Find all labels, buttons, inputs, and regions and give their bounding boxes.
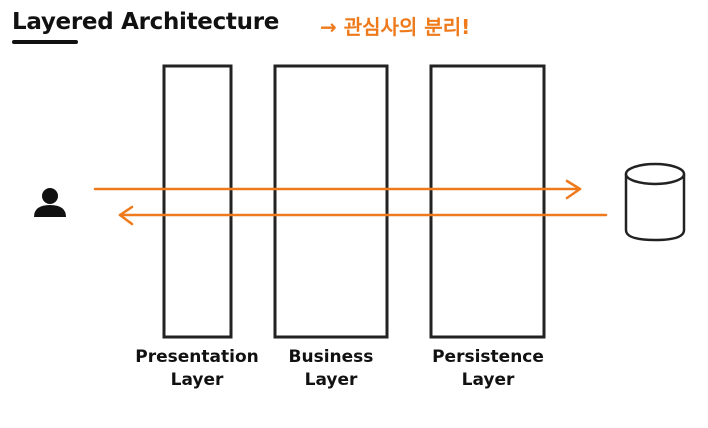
business-layer-label: Business Layer [261, 346, 401, 392]
business-layer-box [273, 64, 389, 339]
subtitle-arrow: → [320, 15, 337, 39]
presentation-layer-box [162, 64, 233, 339]
request-arrow [93, 179, 582, 200]
layer-label-line: Layer [170, 370, 224, 390]
layer-label-line: Presentation [135, 347, 259, 367]
layer-label-line: Layer [304, 370, 358, 390]
response-arrow [118, 205, 608, 226]
diagram-title: Layered Architecture [12, 9, 280, 35]
database-icon [624, 162, 686, 242]
persistence-layer-label: Persistence Layer [418, 346, 558, 392]
persistence-layer-box [429, 64, 546, 339]
presentation-layer-label: Presentation Layer [127, 346, 267, 392]
layer-label-line: Layer [461, 370, 515, 390]
subtitle: → 관심사의 분리! [320, 11, 470, 40]
subtitle-text: 관심사의 분리! [343, 15, 471, 39]
title-underline [12, 40, 78, 44]
layer-label-line: Persistence [432, 347, 544, 367]
layer-label-line: Business [288, 347, 374, 367]
person-icon [34, 188, 66, 217]
